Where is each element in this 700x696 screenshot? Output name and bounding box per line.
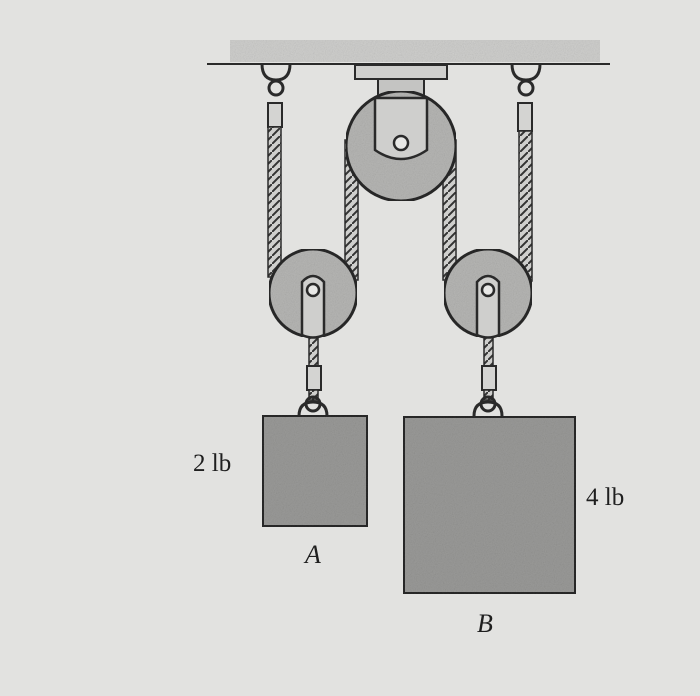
rope-left-outer <box>267 126 282 278</box>
block-a <box>260 413 370 529</box>
block-a-name-label: A <box>305 540 321 569</box>
right-ceiling-hook <box>510 63 542 97</box>
block-b <box>401 414 578 596</box>
left-ceiling-hook <box>260 63 292 97</box>
ceiling <box>207 40 610 65</box>
right-ceiling-connector <box>517 102 533 132</box>
left-ceiling-connector <box>267 102 283 128</box>
top-pulley <box>344 64 458 203</box>
rope-right-outer <box>518 130 533 282</box>
block-b-name-label: B <box>477 609 493 638</box>
left-movable-pulley <box>267 247 359 417</box>
block-a-weight-label: 2 lb <box>193 450 232 477</box>
block-b-weight-label: 4 lb <box>586 484 625 511</box>
right-movable-pulley <box>442 247 534 417</box>
